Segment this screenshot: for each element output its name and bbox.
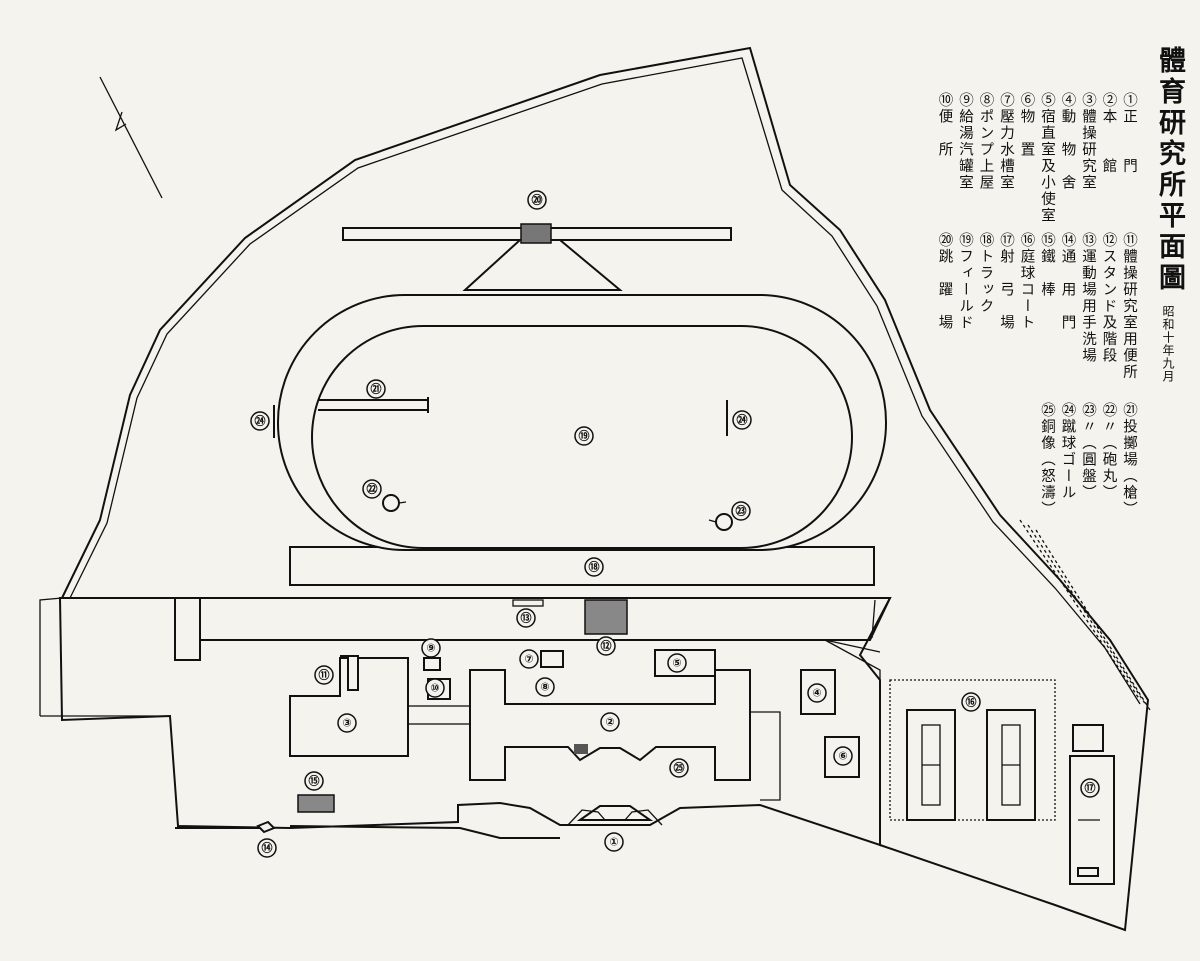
running-track bbox=[273, 294, 887, 586]
marker-24-right-label: ㉔ bbox=[737, 413, 748, 427]
marker-21-label: ㉑ bbox=[371, 382, 382, 396]
marker-14: ⑭ bbox=[257, 838, 277, 858]
marker-19-label: ⑲ bbox=[579, 429, 590, 443]
marker-17: ⑰ bbox=[1080, 778, 1100, 798]
tennis-courts bbox=[889, 679, 1056, 821]
marker-6-label: ⑥ bbox=[838, 750, 847, 763]
legend-item: ㉑投擲場（槍） bbox=[1121, 402, 1137, 518]
legend-item: ③體操研究室 bbox=[1080, 92, 1096, 191]
marker-24-left: ㉔ bbox=[250, 411, 270, 431]
marker-11-label: ⑪ bbox=[319, 668, 330, 682]
legend-item: ⑨給湯汽罐室 bbox=[957, 92, 973, 191]
main-compound bbox=[58, 597, 892, 847]
marker-20-label: ⑳ bbox=[532, 193, 543, 207]
marker-15: ⑮ bbox=[304, 771, 324, 791]
legend-item: ⑩便 所 bbox=[936, 92, 953, 158]
marker-22-label: ㉒ bbox=[367, 482, 378, 496]
marker-7-label: ⑦ bbox=[524, 653, 533, 666]
marker-6: ⑥ bbox=[833, 746, 853, 766]
legend-item: ⑳跳 躍 場 bbox=[936, 232, 953, 331]
legend-item: ⑫スタンド及階段 bbox=[1100, 232, 1117, 364]
marker-3: ③ bbox=[337, 713, 357, 733]
marker-12-label: ⑫ bbox=[601, 639, 612, 653]
marker-23: ㉓ bbox=[731, 501, 751, 521]
legend-item: ⑱トラック bbox=[977, 232, 994, 315]
marker-10-label: ⑩ bbox=[430, 682, 439, 695]
legend-item: ㉓〃（圓盤） bbox=[1080, 402, 1096, 501]
gates bbox=[256, 805, 663, 834]
marker-25-label: ㉕ bbox=[674, 761, 685, 775]
legend-item: ④動 物 舍 bbox=[1059, 92, 1076, 191]
marker-18-label: ⑱ bbox=[589, 560, 600, 574]
marker-4: ④ bbox=[807, 683, 827, 703]
marker-3-label: ③ bbox=[342, 717, 351, 730]
marker-1: ① bbox=[604, 832, 624, 852]
marker-9-label: ⑨ bbox=[426, 642, 435, 655]
marker-15-label: ⑮ bbox=[309, 774, 320, 788]
marker-8: ⑧ bbox=[535, 677, 555, 697]
legend-item: ㉕銅像（怒濤） bbox=[1039, 402, 1055, 518]
legend-item: ⑪體操研究室用便所 bbox=[1121, 232, 1137, 381]
marker-23-label: ㉓ bbox=[736, 504, 747, 518]
legend-item: ⑮鐵 棒 bbox=[1039, 232, 1055, 298]
marker-5-label: ⑤ bbox=[672, 657, 681, 670]
archery-range bbox=[1069, 724, 1115, 885]
marker-24-left-label: ㉔ bbox=[255, 414, 266, 428]
marker-18: ⑱ bbox=[584, 557, 604, 577]
legend-item: ⑧ポンプ上屋 bbox=[977, 92, 994, 191]
marker-8-label: ⑧ bbox=[540, 681, 549, 694]
buildings bbox=[289, 649, 860, 813]
marker-5: ⑤ bbox=[667, 653, 687, 673]
map-title: 體育研究所平面圖 bbox=[1154, 46, 1185, 294]
legend-item: ⑯庭球コート bbox=[1018, 232, 1035, 331]
legend-item: ⑭通 用 門 bbox=[1059, 232, 1076, 331]
marker-1-label: ① bbox=[609, 836, 618, 849]
legend-item: ①正 門 bbox=[1121, 92, 1137, 175]
legend-item: ㉒〃（砲丸） bbox=[1100, 402, 1117, 501]
marker-13: ⑬ bbox=[516, 608, 536, 628]
marker-22: ㉒ bbox=[362, 479, 382, 499]
marker-14-label: ⑭ bbox=[262, 841, 273, 855]
legend-item: ⑦壓力水槽室 bbox=[998, 92, 1014, 191]
jumping-area bbox=[342, 223, 732, 291]
north-arrow-icon bbox=[99, 76, 163, 199]
marker-12: ⑫ bbox=[596, 636, 616, 656]
map-date: 昭和十年九月 bbox=[1161, 305, 1175, 383]
marker-11: ⑪ bbox=[314, 665, 334, 685]
legend-item: ㉔蹴球ゴール bbox=[1059, 402, 1076, 501]
marker-7: ⑦ bbox=[519, 649, 539, 669]
map-markers: ① ② ③ ④ ⑤ ⑥ ⑦ ⑧ ⑨ ⑩ ⑪ ⑫ ⑬ ⑭ ⑮ ⑯ ⑰ ⑱ ⑲ ⑳ … bbox=[250, 190, 1100, 858]
marker-9: ⑨ bbox=[421, 638, 441, 658]
marker-20: ⑳ bbox=[527, 190, 547, 210]
marker-24-right: ㉔ bbox=[732, 410, 752, 430]
marker-25: ㉕ bbox=[669, 758, 689, 778]
legend-item: ⑲フィールド bbox=[957, 232, 973, 331]
marker-2: ② bbox=[600, 712, 620, 732]
legend-item: ②本 館 bbox=[1100, 92, 1117, 175]
marker-4-label: ④ bbox=[812, 687, 821, 700]
marker-19: ⑲ bbox=[574, 426, 594, 446]
legend-item: ⑰射 弓 場 bbox=[998, 232, 1014, 331]
marker-21: ㉑ bbox=[366, 379, 386, 399]
marker-13-label: ⑬ bbox=[521, 611, 532, 625]
legend-item: ⑥物 置 bbox=[1018, 92, 1035, 158]
marker-17-label: ⑰ bbox=[1085, 781, 1096, 795]
marker-16: ⑯ bbox=[961, 692, 981, 712]
marker-16-label: ⑯ bbox=[966, 695, 977, 709]
marker-10: ⑩ bbox=[425, 678, 445, 698]
legend-item: ⑤宿直室及小使室 bbox=[1039, 92, 1055, 224]
legend-item: ⑬運動場用手洗場 bbox=[1080, 232, 1096, 364]
marker-2-label: ② bbox=[605, 716, 614, 729]
